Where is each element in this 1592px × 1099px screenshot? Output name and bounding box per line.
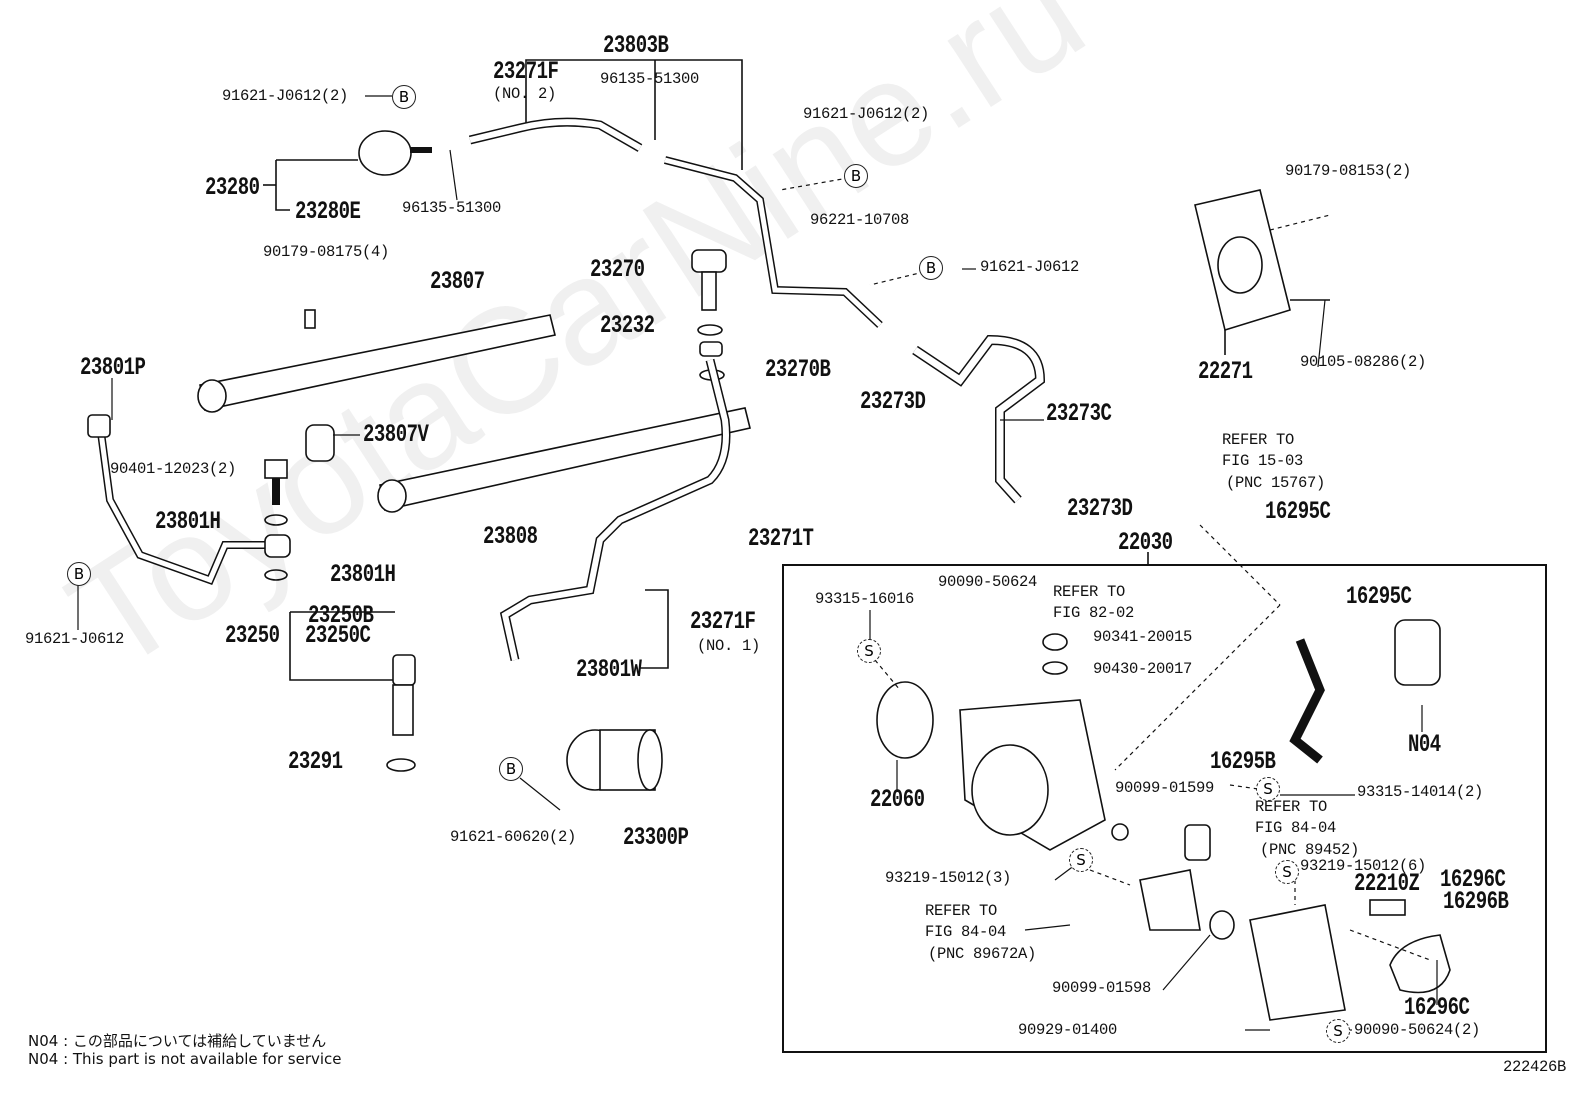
part-label: 91621-J0612(2) [803, 105, 930, 123]
diagram-id: 222426B [1503, 1058, 1567, 1076]
part-label: REFER TO [1222, 431, 1295, 449]
part-label: 23273D [1067, 494, 1133, 523]
part-label: REFER TO [925, 902, 998, 920]
part-label: 23801P [80, 353, 146, 382]
part-label: 93315-14014(2) [1357, 783, 1484, 801]
part-label: 23271F [690, 607, 756, 636]
part-label: 90179-08175(4) [263, 243, 390, 261]
marker-s-circle: S [1069, 848, 1093, 872]
part-label: (PNC 89672A) [928, 945, 1037, 963]
part-label: 23280E [295, 197, 361, 226]
part-label: 23801W [576, 655, 642, 684]
part-label: 96135-51300 [600, 70, 700, 88]
leader-lines-dashed [779, 174, 1431, 961]
part-label: 91621-60620(2) [450, 828, 577, 846]
marker-s-circle: S [1256, 777, 1280, 801]
pressure-regulator-23280 [263, 130, 432, 211]
part-label: 23801H [155, 507, 221, 536]
marker-b-circle: B [499, 757, 523, 781]
fuel-rail-23808 [377, 407, 751, 513]
fuel-rail-23807 [197, 309, 556, 462]
note-japanese: N04 : この部品については補給していません [28, 1032, 327, 1050]
part-label: 16296B [1443, 887, 1509, 916]
bracket-23803B [525, 59, 743, 170]
part-label: 90099-01598 [1052, 979, 1152, 997]
leader-lines [77, 95, 1438, 1031]
part-label: 23273C [1046, 399, 1112, 428]
throttle-body-22030 [876, 619, 1451, 1021]
part-label: 96135-51300 [402, 199, 502, 217]
marker-b-circle: B [844, 164, 868, 188]
gasket-22271 [1194, 189, 1291, 332]
part-label: 16296C [1440, 865, 1506, 894]
part-label: 93219-15012(6) [1300, 857, 1427, 875]
part-label: N04 [1408, 730, 1441, 759]
marker-b-circle: B [67, 562, 91, 586]
part-label: FIG 82-02 [1053, 604, 1135, 622]
part-label: 90090-50624 [938, 573, 1038, 591]
part-label: 93315-16016 [815, 590, 915, 608]
part-label: 90099-01599 [1115, 779, 1215, 797]
part-label: (PNC 15767) [1226, 474, 1326, 492]
fuel-pipe-23801P [96, 424, 270, 586]
part-label: 96221-10708 [810, 211, 910, 229]
part-label: 23270 [590, 255, 645, 284]
part-label: FIG 15-03 [1222, 452, 1304, 470]
part-label: 93219-15012(3) [885, 869, 1012, 887]
part-label: 23280 [205, 173, 260, 202]
part-label: FIG 84-04 [1255, 819, 1337, 837]
pulsation-damper-23270 [691, 249, 727, 381]
part-label: 23291 [288, 747, 343, 776]
part-label: REFER TO [1255, 798, 1328, 816]
part-label: 16295C [1265, 497, 1331, 526]
part-label: (NO. 1) [697, 637, 761, 655]
marker-b-circle: B [392, 85, 416, 109]
part-label: 23273D [860, 387, 926, 416]
part-label: FIG 84-04 [925, 923, 1007, 941]
part-label: 23250C [305, 621, 371, 650]
marker-s-circle: S [1326, 1019, 1350, 1043]
part-label: REFER TO [1053, 583, 1126, 601]
part-label: 22060 [870, 785, 925, 814]
part-label: 23232 [600, 311, 655, 340]
part-label: 23250B [308, 601, 374, 630]
part-label: 23271F [493, 57, 559, 86]
fuel-pump-23300P [566, 729, 663, 791]
part-label: 16295C [1346, 582, 1412, 611]
part-label: 23803B [603, 31, 669, 60]
part-label: 90401-12023(2) [110, 460, 237, 478]
part-label: 16296C [1404, 993, 1470, 1022]
part-label: 90090-50624(2) [1354, 1021, 1481, 1039]
part-label: 23271T [748, 524, 814, 553]
part-label: 90105-08286(2) [1300, 353, 1427, 371]
part-label: 90341-20015 [1093, 628, 1193, 646]
part-label: 91621-J0612 [980, 258, 1080, 276]
part-label: 23300P [623, 823, 689, 852]
part-label: (NO. 2) [493, 85, 557, 103]
part-label: 90929-01400 [1018, 1021, 1118, 1039]
assembly-box [782, 564, 1547, 1053]
part-label: 90430-20017 [1093, 660, 1193, 678]
part-label: 90179-08153(2) [1285, 162, 1412, 180]
part-label: 23250 [225, 621, 280, 650]
part-label: 91621-J0612(2) [222, 87, 349, 105]
part-label: 23270B [765, 355, 831, 384]
marker-s-circle: S [1275, 860, 1299, 884]
part-label: (PNC 89452) [1260, 841, 1360, 859]
part-label: 22210Z [1354, 869, 1420, 898]
part-label: 22030 [1118, 528, 1173, 557]
part-label: 23808 [483, 522, 538, 551]
part-label: 23807 [430, 267, 485, 296]
part-label: 91621-J0612 [25, 630, 125, 648]
note-english: N04 : This part is not available for ser… [28, 1050, 342, 1068]
part-label: 22271 [1198, 357, 1253, 386]
part-label: 23807V [363, 420, 429, 449]
marker-b-circle: B [919, 256, 943, 280]
fuel-injector-23250 [289, 611, 416, 772]
marker-s-circle: S [857, 639, 881, 663]
part-label: 16295B [1210, 747, 1276, 776]
part-label: 23801H [330, 560, 396, 589]
